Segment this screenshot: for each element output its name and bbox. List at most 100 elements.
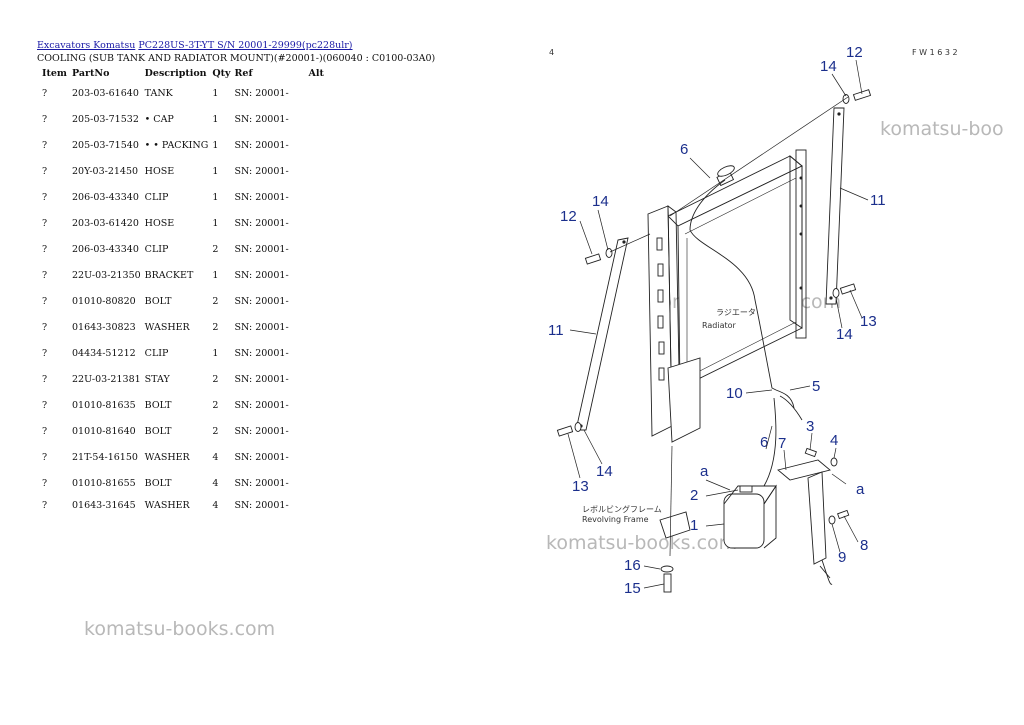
header-alt: Alt [308,67,324,79]
callout-5: 5 [812,378,820,395]
header-description: Description [144,67,207,79]
cell-item: ? [42,499,48,511]
tank-hose-line [763,397,777,487]
callout-12-top: 12 [846,44,863,61]
cell-description: CLIP [144,191,169,203]
cell-alt [307,392,326,418]
cell-description: HOSE [144,217,175,229]
cell-item: ? [42,191,48,203]
header-item: Item [42,67,67,79]
ref-a-left: a [700,463,709,480]
cell-ref: SN: 20001- [234,165,289,177]
cell-alt [307,314,326,340]
parts-table: Item PartNo Description Qty Ref Alt ? 203… [37,66,326,514]
cell-item: ? [42,321,48,333]
callout-14-bottom: 14 [596,463,613,480]
callout-2: 2 [690,487,698,504]
cell-qty: 1 [212,165,219,177]
cell-qty: 4 [212,477,219,489]
breadcrumb-link-model[interactable]: PC228US-3T-YT S/N 20001-29999(pc228ulr) [138,40,353,51]
cell-description: CLIP [144,243,169,255]
cell-ref: SN: 20001- [234,191,289,203]
cell-qty: 1 [212,269,219,281]
callout-11-right: 11 [870,192,886,209]
cell-ref: SN: 20001- [234,295,289,307]
cell-ref: SN: 20001- [234,425,289,437]
cell-ref: SN: 20001- [234,399,289,411]
cell-qty: 1 [212,113,219,125]
cell-alt [307,444,326,470]
cell-description: WASHER [144,499,190,511]
cell-alt [307,340,326,366]
cell-alt [307,262,326,288]
cell-description: HOSE [144,165,175,177]
cell-description: • CAP [144,113,174,125]
callout-labels: 12 14 6 11 14 12 13 14 11 10 5 3 7 6 4 1… [548,44,886,597]
cell-ref: SN: 20001- [234,139,289,151]
cell-item: ? [42,113,48,125]
bolt-13-right-drawing [832,283,857,298]
hose-line [689,179,777,391]
callout-13-right: 13 [860,313,877,330]
cell-ref: SN: 20001- [234,113,289,125]
corner-mark: 4 [549,48,554,57]
callout-1: 1 [690,517,698,534]
cell-alt [307,210,326,236]
cell-qty: 2 [212,425,219,437]
bolt-3-drawing [804,447,817,458]
sub-tank-drawing [723,484,777,549]
cell-description: BOLT [144,295,172,307]
cell-alt [307,496,326,514]
cell-item: ? [42,373,48,385]
breadcrumb-link-category[interactable]: Excavators Komatsu [37,40,136,51]
stay-left-drawing [575,237,629,431]
cell-alt [307,106,326,132]
cell-partno: 203-03-61420 [72,217,139,229]
callout-3: 3 [806,418,814,435]
cell-ref: SN: 20001- [234,321,289,333]
cell-description: BOLT [144,477,172,489]
cell-description: • • PACKING [144,139,209,151]
callout-8: 8 [860,537,868,554]
revolving-frame-tab [659,511,691,539]
cell-qty: 2 [212,373,219,385]
sheet-code: F W 1 6 3 2 [912,48,958,57]
cell-item: ? [42,295,48,307]
cell-ref: SN: 20001- [234,347,289,359]
cell-partno: 205-03-71540 [72,139,139,151]
cell-item: ? [42,243,48,255]
cell-description: WASHER [144,321,190,333]
exploded-parts-diagram: 4 F W 1 6 3 2 ラジエータ Radiator [548,44,958,597]
bracket-drawing [777,459,831,579]
cell-partno: 20Y-03-21450 [72,165,139,177]
callout-10: 10 [726,385,743,402]
table-header-row: Item PartNo Description Qty Ref Alt [37,66,326,80]
cell-partno: 203-03-61640 [72,87,139,99]
radiator-label-jp: ラジエータ [716,308,756,317]
cell-description: WASHER [144,451,190,463]
callout-14-top: 14 [820,58,837,75]
cell-alt [307,132,326,158]
cell-partno: 01010-81640 [72,425,136,437]
cell-item: ? [42,399,48,411]
cell-description: STAY [144,373,170,385]
callout-6-top: 6 [680,141,688,158]
cell-partno: 01010-80820 [72,295,136,307]
cell-qty: 2 [212,399,219,411]
callout-14-left: 14 [592,193,609,210]
breadcrumb: Excavators Komatsu PC228US-3T-YT S/N 200… [37,40,353,51]
cell-item: ? [42,347,48,359]
